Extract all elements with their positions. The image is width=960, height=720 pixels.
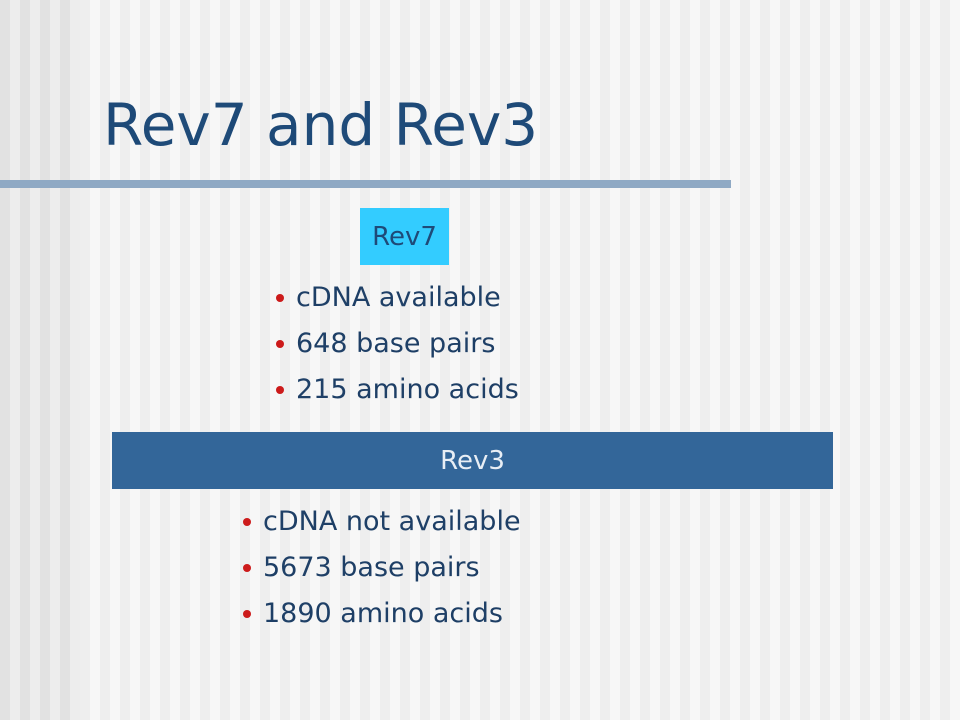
list-item: cDNA available xyxy=(276,275,519,321)
bullet-dot-icon xyxy=(276,294,284,302)
bullet-dot-icon xyxy=(276,386,284,394)
list-item-text: cDNA available xyxy=(296,282,501,313)
list-item: 648 base pairs xyxy=(276,321,519,367)
list-item: 1890 amino acids xyxy=(243,591,521,637)
bullet-dot-icon xyxy=(243,564,251,572)
bullet-dot-icon xyxy=(243,518,251,526)
list-item: cDNA not available xyxy=(243,499,521,545)
list-item: 5673 base pairs xyxy=(243,545,521,591)
list-item: 215 amino acids xyxy=(276,367,519,413)
rev3-label: Rev3 xyxy=(440,445,505,476)
rev3-label-bar: Rev3 xyxy=(112,432,833,489)
rev3-facts-list: cDNA not available 5673 base pairs 1890 … xyxy=(243,499,521,637)
background-stripes xyxy=(0,0,80,720)
rev7-label: Rev7 xyxy=(372,221,437,252)
title-divider xyxy=(0,180,731,188)
list-item-text: cDNA not available xyxy=(263,506,521,537)
list-item-text: 215 amino acids xyxy=(296,374,519,405)
rev7-facts-list: cDNA available 648 base pairs 215 amino … xyxy=(276,275,519,413)
bullet-dot-icon xyxy=(243,610,251,618)
list-item-text: 1890 amino acids xyxy=(263,598,503,629)
list-item-text: 648 base pairs xyxy=(296,328,496,359)
bullet-dot-icon xyxy=(276,340,284,348)
list-item-text: 5673 base pairs xyxy=(263,552,480,583)
slide-title: Rev7 and Rev3 xyxy=(103,91,539,159)
rev7-label-box: Rev7 xyxy=(360,208,449,265)
